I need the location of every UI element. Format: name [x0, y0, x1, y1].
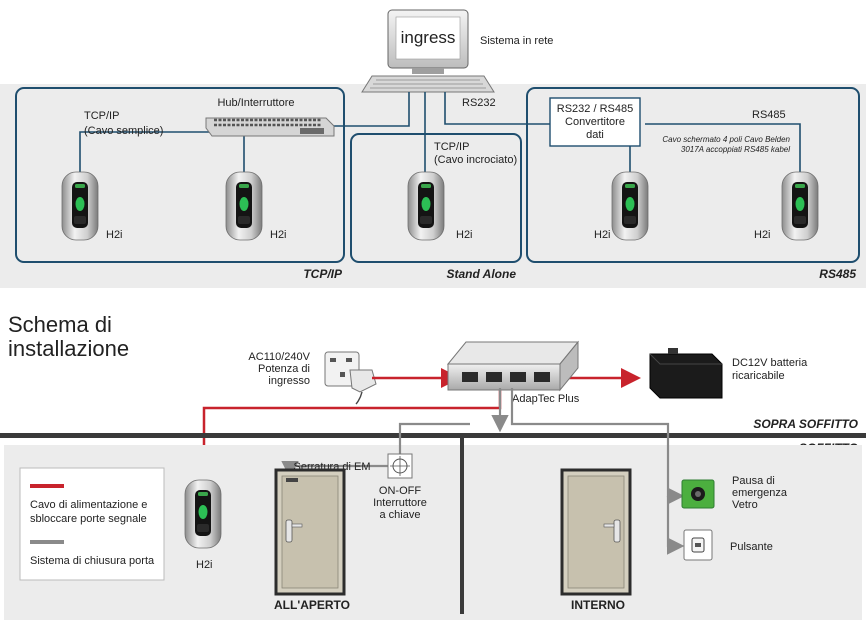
hub-label: Hub/Interruttore — [217, 97, 294, 109]
computer-icon — [361, 9, 495, 93]
legend-power-swatch — [30, 484, 64, 488]
legend-lock-swatch — [30, 540, 64, 544]
adaptec-label: AdapTec Plus — [512, 393, 580, 405]
key-switch-icon — [387, 453, 413, 479]
ingress-logo: ingress — [401, 28, 456, 47]
section-title-tcpip: TCP/IP — [303, 267, 343, 281]
section-title-standalone: Stand Alone — [446, 267, 516, 281]
device-label-1: H2i — [106, 229, 123, 241]
tcpip-section-box — [15, 87, 345, 263]
outdoor-label: ALL'APERTO — [274, 598, 350, 612]
h2i-device-outdoor — [184, 479, 222, 549]
cable-note-2: 3017A accoppiati RS485 kabel — [681, 145, 790, 154]
tcpip-simple-cable-label: (Cavo semplice) — [84, 125, 163, 137]
battery-label-2: ricaricabile — [732, 370, 785, 382]
adaptec-box-icon — [446, 340, 580, 392]
h2i-device-2 — [225, 171, 263, 241]
indoor-label: INTERNO — [571, 598, 625, 612]
tcpip-simple-label: TCP/IP — [84, 110, 119, 122]
rs232-label: RS232 — [462, 97, 496, 109]
emergency-glass-icon — [681, 479, 715, 509]
push-button-label: Pulsante — [730, 541, 773, 553]
battery-label-1: DC12V batteria — [732, 357, 808, 369]
keyswitch-label-1: ON-OFF — [379, 485, 421, 497]
section-title-rs485: RS485 — [819, 267, 856, 281]
network-cables — [79, 92, 801, 172]
outdoor-door-icon — [274, 468, 346, 596]
ceiling-line — [0, 433, 866, 438]
keyswitch-label-3: a chiave — [380, 509, 421, 521]
standalone-section-box — [350, 133, 522, 263]
hub-switch-icon — [205, 117, 335, 137]
device-label-2: H2i — [270, 229, 287, 241]
install-title-1: Schema di — [8, 312, 112, 337]
h2i-device-5 — [781, 171, 819, 241]
keyswitch-label-2: Interruttore — [373, 497, 427, 509]
power-input-2: Potenza di — [258, 363, 310, 375]
rs485-cable-label: RS485 — [752, 109, 786, 121]
power-input-1: AC110/240V — [248, 351, 310, 363]
tcpip-cross-label: TCP/IP — [434, 141, 469, 153]
legend-power-label-2: sbloccare porte segnale — [30, 513, 147, 525]
battery-icon — [649, 348, 723, 399]
device-label-3: H2i — [456, 229, 473, 241]
emergency-label-3: Vetro — [732, 499, 758, 511]
converter-box — [549, 97, 641, 147]
h2i-device-3 — [407, 171, 445, 241]
device-label-4: H2i — [594, 229, 611, 241]
h2i-device-1 — [61, 171, 99, 241]
above-ceiling-label: SOPRA SOFFITTO — [753, 417, 858, 431]
legend-power-label-1: Cavo di alimentazione e — [30, 499, 147, 511]
converter-label-1: RS232 / RS485 — [557, 103, 633, 115]
converter-label-3: dati — [586, 129, 604, 141]
tcpip-cross-cable-label: (Cavo incrociato) — [434, 154, 517, 166]
network-system-label: Sistema in rete — [480, 35, 553, 47]
push-button-icon — [683, 529, 713, 561]
converter-label-2: Convertitore — [565, 116, 625, 128]
power-input-3: ingresso — [268, 375, 310, 387]
power-plug-icon — [324, 351, 377, 405]
cable-note-1: Cavo schermato 4 poli Cavo Belden — [662, 135, 790, 144]
legend-lock-label: Sistema di chiusura porta — [30, 555, 155, 567]
emergency-label-2: emergenza — [732, 487, 788, 499]
install-title-2: installazione — [8, 336, 129, 361]
rs485-section-box — [526, 87, 860, 263]
device-label-5: H2i — [754, 229, 771, 241]
wall-divider — [460, 438, 464, 614]
h2i-device-4 — [611, 171, 649, 241]
device-label-outdoor: H2i — [196, 559, 213, 571]
emergency-label-1: Pausa di — [732, 475, 775, 487]
indoor-door-icon — [560, 468, 632, 596]
